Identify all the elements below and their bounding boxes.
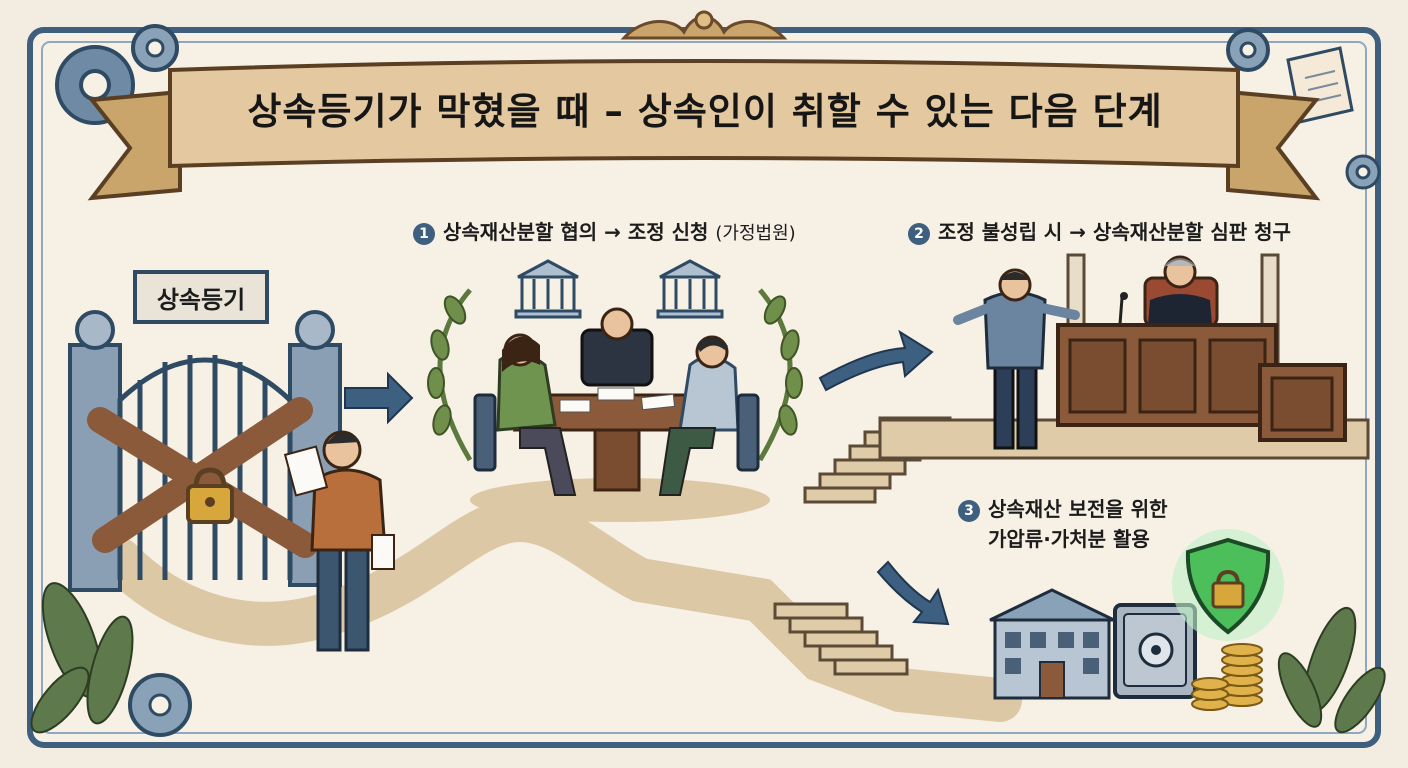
arrow-icon	[876, 560, 950, 626]
gear-icon	[128, 673, 192, 737]
stairs-down	[773, 602, 909, 676]
gear-icon	[1226, 28, 1270, 72]
arrow-icon	[344, 371, 414, 425]
step-1-text: 상속재산분할 협의 → 조정 신청	[443, 220, 709, 244]
padlock-icon	[186, 467, 234, 524]
step-2-text: 조정 불성립 시 → 상속재산분할 심판 청구	[938, 220, 1291, 244]
top-ornament	[620, 10, 788, 40]
step-3-label: 3 상속재산 보전을 위한 가압류·가처분 활용	[958, 494, 1168, 554]
mediation-scene	[473, 307, 760, 496]
step-3-line1: 상속재산 보전을 위한	[988, 497, 1168, 521]
court-building-icon	[514, 259, 582, 319]
step-1-label: 1 상속재산분할 협의 → 조정 신청 (가정법원)	[413, 216, 796, 245]
plant-right	[1277, 606, 1386, 734]
step-3-line2: 가압류·가처분 활용	[988, 527, 1150, 551]
coins-icon	[1191, 643, 1263, 711]
title-banner	[87, 59, 1321, 201]
court-building-icon	[656, 259, 724, 319]
step-2-number: 2	[908, 222, 930, 245]
shield-lock-icon	[1172, 529, 1284, 641]
step-3-number: 3	[958, 499, 980, 522]
gear-icon	[1345, 154, 1381, 190]
arrow-icon	[818, 329, 934, 392]
plant-left	[30, 582, 134, 734]
path	[98, 497, 1022, 722]
gate-sign-label: 상속등기	[156, 285, 246, 314]
gear-icon	[131, 24, 179, 72]
person-reading-document	[283, 430, 395, 652]
page-title: 상속등기가 막혔을 때 – 상속인이 취할 수 있는 다음 단계	[247, 90, 1163, 133]
step-1-number: 1	[413, 222, 435, 245]
safe-icon	[1113, 603, 1197, 699]
courtroom-scene	[953, 253, 1347, 450]
gate-sign-board	[133, 270, 269, 324]
step-1-note: (가정법원)	[715, 223, 796, 244]
step-2-label: 2 조정 불성립 시 → 상속재산분할 심판 청구	[908, 216, 1291, 245]
bank-building-icon	[989, 588, 1115, 700]
